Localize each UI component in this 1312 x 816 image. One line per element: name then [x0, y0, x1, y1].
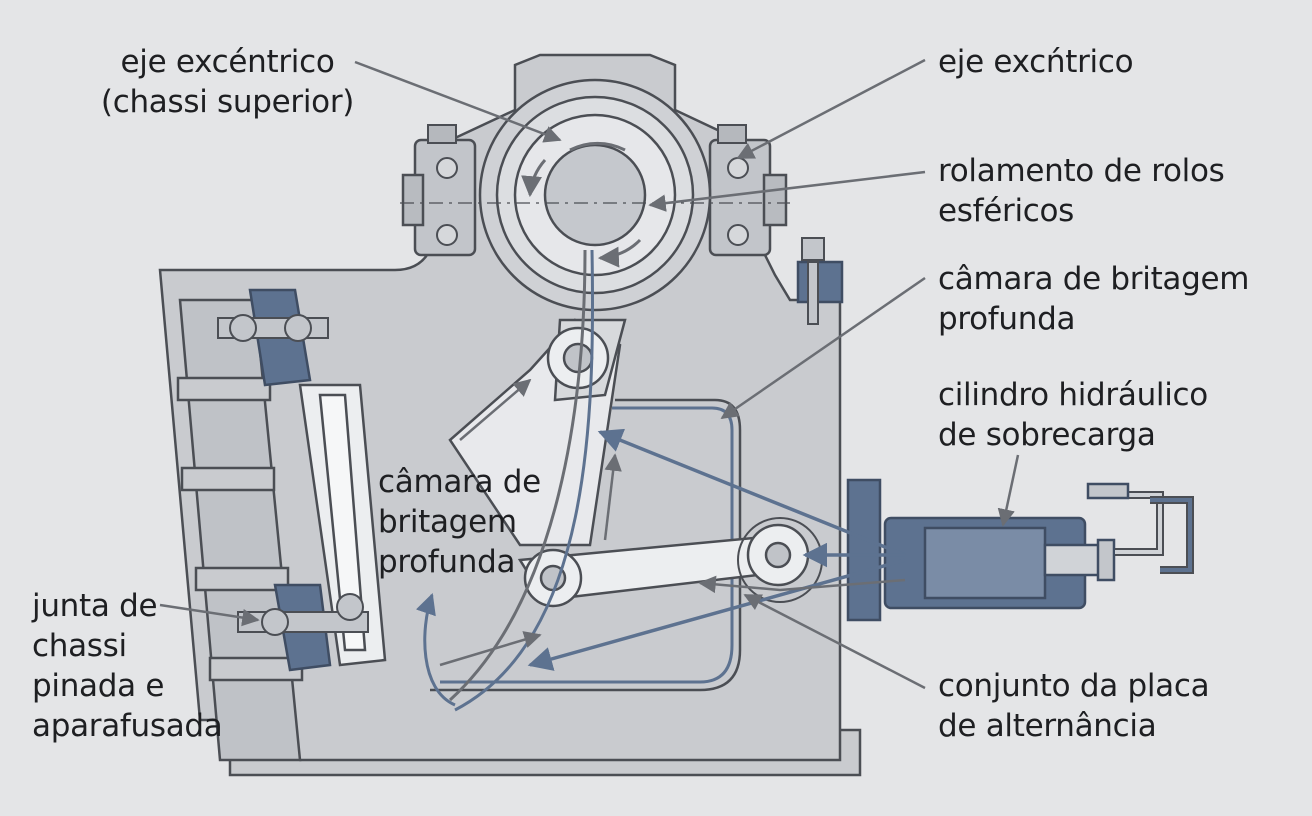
label-line: de alternância: [938, 708, 1157, 744]
label-line: conjunto da placa: [938, 668, 1210, 704]
chamber-inner-line: [440, 406, 734, 684]
label-line: profunda: [378, 544, 516, 580]
shaft-rotation-arrows: [521, 141, 642, 268]
label-line: britagem: [378, 504, 517, 540]
label-line: profunda: [938, 301, 1076, 337]
fixed-jaw: [176, 376, 387, 682]
label-line: eje excńtrico: [938, 44, 1134, 80]
label-spherical-roller-bearing: rolamento de rolos esféricos: [938, 151, 1225, 231]
label-pinned-joint: junta de chassi pinada e aparafusada: [32, 586, 223, 746]
leader-lines: [159, 58, 1020, 690]
joint-bolts: [217, 237, 825, 636]
hydraulic-cylinder: [883, 482, 1194, 610]
label-line: cilindro hidráulico: [938, 377, 1208, 413]
label-line: rolamento de rolos: [938, 153, 1225, 189]
label-line: de sobrecarga: [938, 417, 1156, 453]
label-line: câmara de: [378, 464, 541, 500]
label-deep-chamber-right: câmara de britagem profunda: [938, 259, 1249, 339]
label-eccentric-shaft-upper: eje excéntrico (chassi superior): [95, 42, 360, 122]
label-line: chassi: [32, 628, 127, 664]
label-line: pinada e: [32, 668, 165, 704]
bearing-housing: [400, 78, 790, 312]
label-toggle-plate-assembly: conjunto da placa de alternância: [938, 666, 1210, 746]
label-line: aparafusada: [32, 708, 223, 744]
housing-bolts: [427, 124, 747, 144]
label-eccentric-shaft-right: eje excńtrico: [938, 42, 1134, 82]
label-line: esféricos: [938, 193, 1075, 229]
label-hydraulic-cylinder: cilindro hidráulico de sobrecarga: [938, 375, 1208, 455]
label-line: (chassi superior): [100, 84, 355, 120]
label-deep-chamber-center: câmara de britagem profunda: [378, 462, 541, 582]
force-lines: [415, 249, 906, 712]
label-line: eje excéntrico: [120, 44, 335, 80]
label-line: câmara de britagem: [938, 261, 1250, 297]
label-line: junta de: [32, 588, 158, 624]
